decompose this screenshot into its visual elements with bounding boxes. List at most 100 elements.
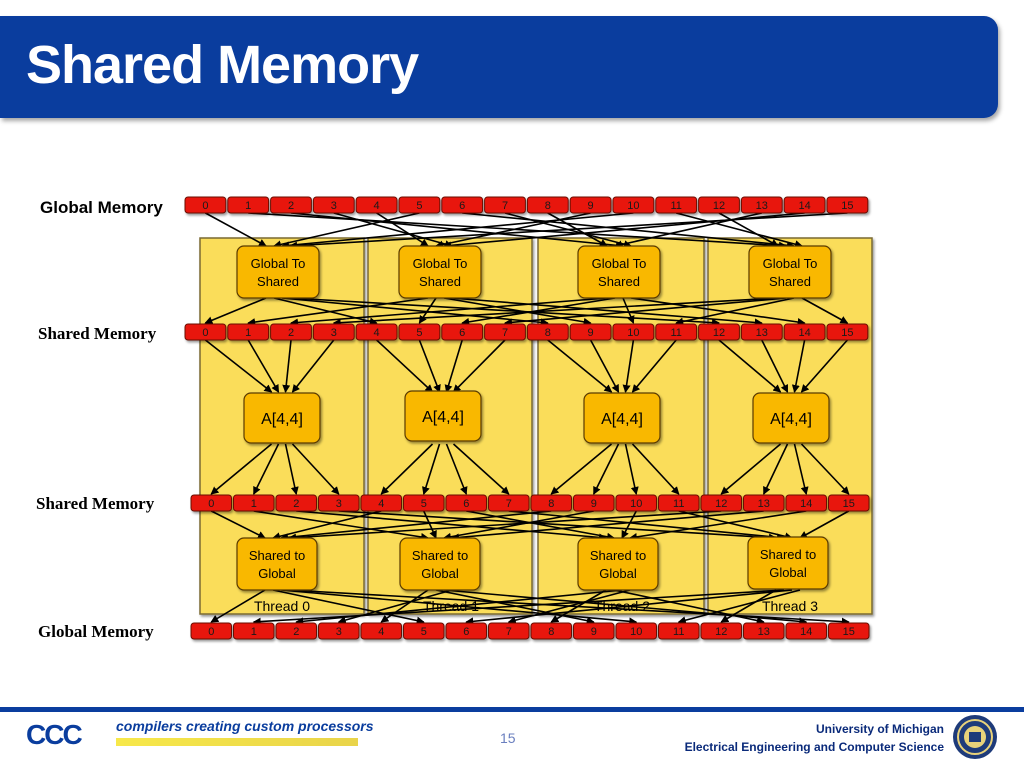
row-label-shared-2: Shared Memory xyxy=(36,494,155,513)
arrow xyxy=(273,297,378,326)
thread-label: Thread 0 xyxy=(254,598,310,614)
memory-cell-index: 12 xyxy=(713,200,725,212)
arrow xyxy=(247,339,280,393)
arrow xyxy=(675,297,795,326)
arrow xyxy=(593,443,620,495)
compute-box: A[4,4] xyxy=(404,390,482,442)
memory-cell-index: 9 xyxy=(591,626,597,638)
arrow xyxy=(547,212,608,247)
compute-box-label: A[4,4] xyxy=(261,411,303,428)
memory-cell xyxy=(441,323,484,341)
arrow xyxy=(466,510,615,541)
memory-cell-index: 6 xyxy=(459,327,465,339)
memory-cell xyxy=(698,196,740,214)
memory-cell xyxy=(312,196,355,214)
global-to-shared-box-bg xyxy=(577,245,661,299)
arrow xyxy=(630,297,806,326)
arrow xyxy=(550,589,607,623)
memory-cell-index: 13 xyxy=(756,200,768,212)
arrow xyxy=(504,212,632,249)
memory-cell xyxy=(785,494,827,512)
arrow xyxy=(272,589,425,625)
memory-cell-index: 12 xyxy=(715,498,727,510)
memory-cell-index: 4 xyxy=(378,626,384,638)
memory-cell xyxy=(530,494,572,512)
arrow xyxy=(444,339,463,393)
memory-cell-index: 7 xyxy=(506,498,512,510)
shared-to-global-box-bg xyxy=(236,537,318,591)
global-to-shared-box-label: Global To xyxy=(763,256,818,271)
arrow xyxy=(291,443,340,495)
arrow xyxy=(629,510,807,541)
memory-cell-index: 4 xyxy=(378,498,384,510)
memory-cell-index: 7 xyxy=(506,626,512,638)
memory-cell-index: 7 xyxy=(502,200,508,212)
memory-cell-index: 3 xyxy=(331,327,337,339)
memory-cell xyxy=(612,196,655,214)
memory-cell xyxy=(318,622,360,640)
footer-tagline: compilers creating custom processors xyxy=(116,718,374,734)
shared-to-global-box-label: Global xyxy=(769,565,807,580)
arrow xyxy=(451,510,764,542)
arrow xyxy=(273,212,420,249)
global-to-shared-box-label: Shared xyxy=(769,274,811,289)
memory-cell xyxy=(184,196,227,214)
arrow xyxy=(210,443,273,495)
memory-cell xyxy=(441,196,484,214)
university-seal-icon xyxy=(953,715,997,759)
arrow xyxy=(624,443,639,495)
memory-cell xyxy=(318,494,360,512)
memory-cell-index: 0 xyxy=(202,327,208,339)
compute-box-label: A[4,4] xyxy=(770,411,812,428)
memory-cell-index: 10 xyxy=(630,626,642,638)
memory-cell xyxy=(227,323,270,341)
memory-cell xyxy=(403,494,445,512)
memory-cell-index: 3 xyxy=(331,200,337,212)
arrow xyxy=(253,443,280,495)
memory-cell xyxy=(403,622,445,640)
arrow xyxy=(204,297,267,325)
arrow xyxy=(793,443,809,495)
memory-cell-index: 15 xyxy=(843,498,855,510)
arrow xyxy=(204,339,273,393)
university-name: University of Michigan Electrical Engine… xyxy=(685,720,944,756)
memory-cell xyxy=(355,196,398,214)
memory-cell xyxy=(488,494,530,512)
memory-cell xyxy=(569,196,612,214)
arrow xyxy=(800,339,848,393)
arrow xyxy=(614,212,762,249)
memory-cell-index: 2 xyxy=(293,626,299,638)
arrow xyxy=(622,297,635,324)
compute-box: A[4,4] xyxy=(243,392,321,444)
shared-to-global-box-label: Shared to xyxy=(590,548,646,563)
memory-cell xyxy=(526,196,569,214)
shared-to-global-box-label: Global xyxy=(258,566,296,581)
shared-to-global-box-bg xyxy=(747,536,829,590)
memory-cell-index: 6 xyxy=(459,200,465,212)
memory-cell-index: 8 xyxy=(548,626,554,638)
arrow xyxy=(589,339,620,393)
global-to-shared-box-label: Shared xyxy=(257,274,299,289)
compute-box-bg xyxy=(583,392,661,444)
memory-cell-index: 15 xyxy=(843,626,855,638)
memory-cell-index: 13 xyxy=(758,498,770,510)
arrow xyxy=(718,212,779,247)
memory-cell xyxy=(740,323,783,341)
memory-cell xyxy=(227,196,270,214)
memory-cell xyxy=(445,622,487,640)
memory-cell-index: 0 xyxy=(208,626,214,638)
memory-cell-index: 13 xyxy=(758,626,770,638)
ccc-logo: CCC xyxy=(26,719,83,750)
memory-cell xyxy=(190,622,232,640)
arrow xyxy=(289,297,720,327)
memory-cell xyxy=(826,196,869,214)
memory-cell-index: 15 xyxy=(841,200,853,212)
memory-cell-index: 14 xyxy=(798,327,810,339)
memory-cell xyxy=(573,622,615,640)
memory-cell xyxy=(783,323,826,341)
arrow xyxy=(678,510,793,541)
memory-cell-index: 1 xyxy=(245,200,251,212)
arrow xyxy=(631,443,680,495)
